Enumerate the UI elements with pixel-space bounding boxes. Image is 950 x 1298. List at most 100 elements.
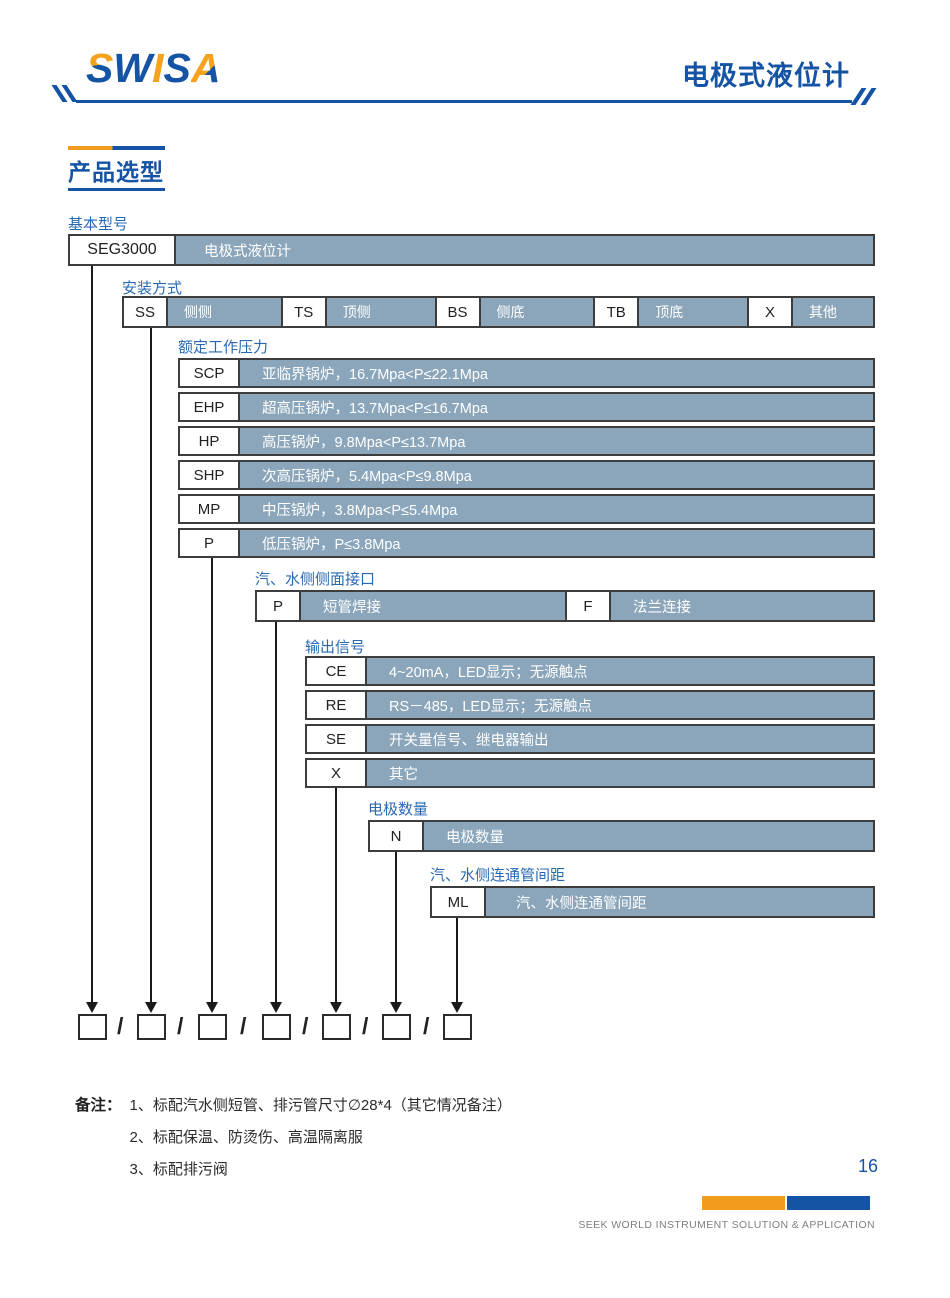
option-group: TB 顶底 xyxy=(593,296,749,328)
option-code: BS xyxy=(436,298,481,326)
option-desc: 其他 xyxy=(809,304,837,320)
option-row-pressure: EHP 超高压锅炉，13.7Mpa<P≤16.7Mpa xyxy=(178,392,875,422)
option-row-output-signal: RE RS－485，LED显示；无源触点 xyxy=(305,690,875,720)
option-code: X xyxy=(307,760,367,786)
slot-separator: / xyxy=(423,1013,430,1039)
option-row-pressure: P 低压锅炉，P≤3.8Mpa xyxy=(178,528,875,558)
code-slot-box xyxy=(443,1014,472,1040)
option-desc: 电极式液位计 xyxy=(204,243,291,260)
option-group: SEG3000 电极式液位计 xyxy=(68,234,875,266)
header-rule xyxy=(76,100,852,103)
group-label-connection: 汽、水侧侧面接口 xyxy=(255,571,376,588)
option-group: P 短管焊接 xyxy=(255,590,567,622)
option-row-base-model: SEG3000 电极式液位计 xyxy=(68,234,875,266)
option-group: EHP 超高压锅炉，13.7Mpa<P≤16.7Mpa xyxy=(178,392,875,422)
logo-letter: S xyxy=(163,45,191,91)
option-code: TB xyxy=(595,298,640,326)
option-desc: 其它 xyxy=(389,766,418,783)
option-desc: 亚临界锅炉，16.7Mpa<P≤22.1Mpa xyxy=(262,366,488,383)
option-row-pipe-spacing: ML 汽、水侧连通管间距 xyxy=(430,886,875,918)
code-slot-box xyxy=(262,1014,291,1040)
option-desc: 短管焊接 xyxy=(323,599,381,616)
option-row-connection: P 短管焊接 F 法兰连接 xyxy=(255,590,875,622)
option-row-pressure: MP 中压锅炉，3.8Mpa<P≤5.4Mpa xyxy=(178,494,875,524)
option-code: P xyxy=(257,592,301,620)
logo-letter: I xyxy=(152,45,164,91)
code-slot-box xyxy=(78,1014,107,1040)
brand-logo: SWISA xyxy=(86,48,220,89)
slot-separator: / xyxy=(362,1013,369,1039)
option-group: X 其它 xyxy=(305,758,875,788)
option-code: MP xyxy=(180,496,240,522)
option-desc: 高压锅炉，9.8Mpa<P≤13.7Mpa xyxy=(262,434,466,451)
option-group: SS 侧侧 xyxy=(122,296,283,328)
option-group: TS 顶侧 xyxy=(280,296,437,328)
option-desc: 电极数量 xyxy=(446,829,504,846)
option-desc: 开关量信号、继电器输出 xyxy=(389,732,549,749)
connector-line xyxy=(456,918,458,1002)
option-code: EHP xyxy=(180,394,240,420)
option-code: P xyxy=(180,530,240,556)
option-code: SHP xyxy=(180,462,240,488)
logo-letter: A xyxy=(190,45,221,91)
code-slot-box xyxy=(198,1014,227,1040)
option-code: X xyxy=(749,298,793,326)
option-code: HP xyxy=(180,428,240,454)
option-code: SEG3000 xyxy=(70,236,176,264)
option-desc: 中压锅炉，3.8Mpa<P≤5.4Mpa xyxy=(262,502,458,519)
footer-blue-bar xyxy=(787,1196,870,1210)
option-row-pressure: SCP 亚临界锅炉，16.7Mpa<P≤22.1Mpa xyxy=(178,358,875,388)
option-group: RE RS－485，LED显示；无源触点 xyxy=(305,690,875,720)
option-group: CE 4~20mA，LED显示；无源触点 xyxy=(305,656,875,686)
option-desc: 汽、水侧连通管间距 xyxy=(516,895,647,912)
arrow-down-icon xyxy=(86,1002,98,1013)
logo-letter: S xyxy=(86,45,114,91)
arrow-down-icon xyxy=(206,1002,218,1013)
option-code: F xyxy=(567,592,611,620)
note-item: 3、标配排污阀 xyxy=(129,1161,228,1178)
group-label-pressure: 额定工作压力 xyxy=(178,339,269,356)
footer-slogan: SEEK WORLD INSTRUMENT SOLUTION & APPLICA… xyxy=(578,1219,875,1231)
option-desc: 顶侧 xyxy=(342,304,371,320)
option-row-output-signal: X 其它 xyxy=(305,758,875,788)
option-code: ML xyxy=(432,888,486,916)
note-item: 1、标配汽水侧短管、排污管尺寸∅28*4（其它情况备注） xyxy=(129,1097,512,1114)
option-group: BS 侧底 xyxy=(434,296,596,328)
option-group: N 电极数量 xyxy=(368,820,875,852)
arrow-down-icon xyxy=(390,1002,402,1013)
connector-line xyxy=(211,558,213,1002)
option-desc: 法兰连接 xyxy=(633,599,691,616)
slot-separator: / xyxy=(117,1013,124,1039)
logo-letter: W xyxy=(113,45,153,91)
option-group: SHP 次高压锅炉，5.4Mpa<P≤9.8Mpa xyxy=(178,460,875,490)
option-row-output-signal: CE 4~20mA，LED显示；无源触点 xyxy=(305,656,875,686)
notes-list: 1、标配汽水侧短管、排污管尺寸∅28*4（其它情况备注） 2、标配保温、防烫伤、… xyxy=(130,1090,512,1186)
option-group: SCP 亚临界锅炉，16.7Mpa<P≤22.1Mpa xyxy=(178,358,875,388)
option-row-pressure: SHP 次高压锅炉，5.4Mpa<P≤9.8Mpa xyxy=(178,460,875,490)
code-slot-box xyxy=(322,1014,351,1040)
group-label-installation: 安装方式 xyxy=(122,280,183,297)
group-label-pipe-spacing: 汽、水侧连通管间距 xyxy=(430,867,566,884)
arrow-down-icon xyxy=(270,1002,282,1013)
page-number: 16 xyxy=(857,1156,878,1176)
option-group: P 低压锅炉，P≤3.8Mpa xyxy=(178,528,875,558)
connector-line xyxy=(150,328,152,1002)
connector-line xyxy=(335,788,337,1002)
option-group: ML 汽、水侧连通管间距 xyxy=(430,886,875,918)
option-group: SE 开关量信号、继电器输出 xyxy=(305,724,875,754)
option-desc: RS－485，LED显示；无源触点 xyxy=(389,698,593,715)
slot-separator: / xyxy=(177,1013,184,1039)
notes-block: 备注： 1、标配汽水侧短管、排污管尺寸∅28*4（其它情况备注） 2、标配保温、… xyxy=(75,1090,512,1186)
section-title-top-rule xyxy=(68,146,165,150)
option-desc: 顶底 xyxy=(655,304,684,320)
notes-label: 备注： xyxy=(75,1097,122,1114)
option-group: HP 高压锅炉，9.8Mpa<P≤13.7Mpa xyxy=(178,426,875,456)
section-title: 产品选型 xyxy=(68,159,164,185)
option-code: RE xyxy=(307,692,367,718)
option-row-output-signal: SE 开关量信号、继电器输出 xyxy=(305,724,875,754)
option-desc: 次高压锅炉，5.4Mpa<P≤9.8Mpa xyxy=(262,468,472,485)
code-slot-box xyxy=(382,1014,411,1040)
option-code: N xyxy=(370,822,424,850)
option-group: F 法兰连接 xyxy=(565,590,875,622)
